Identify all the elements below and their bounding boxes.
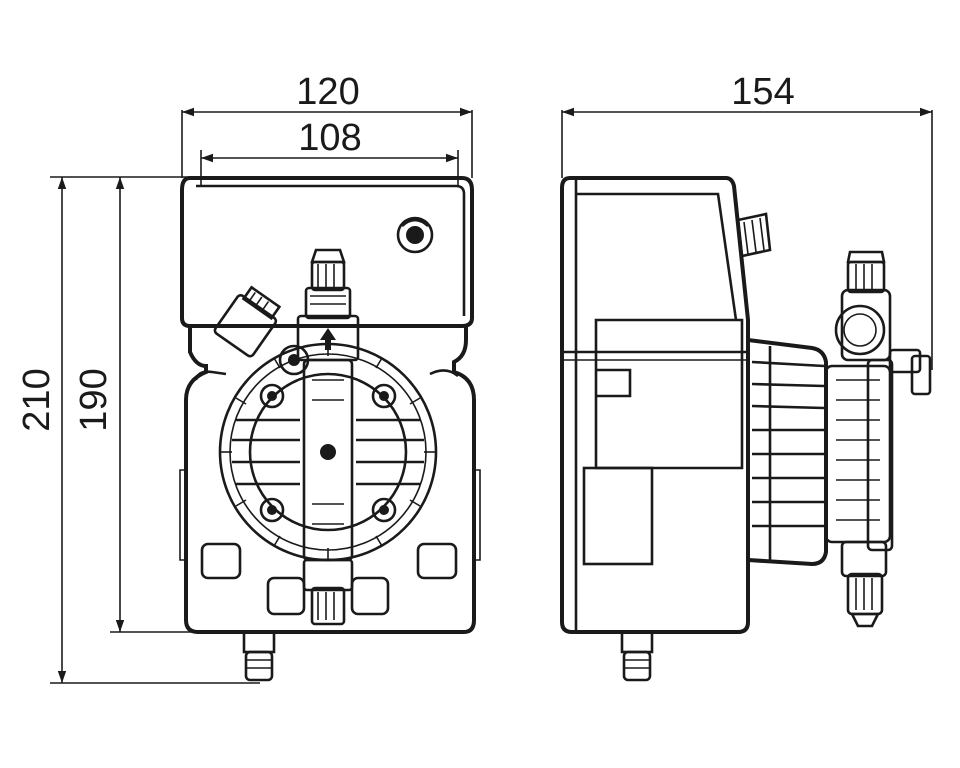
side-housing [560, 176, 750, 634]
front-cable-gland [242, 630, 276, 682]
side-pump-head [824, 358, 894, 552]
front-main-body [184, 326, 476, 634]
suction-valve [302, 558, 354, 626]
dimension-lines [50, 107, 933, 684]
dim-front-width-outer: 120 [296, 71, 359, 113]
front-foot-pads [200, 542, 458, 616]
front-control-panel [180, 176, 474, 328]
side-cable-gland [620, 630, 654, 682]
dim-height-outer: 210 [16, 368, 58, 431]
bleed-knob-icon [278, 344, 310, 376]
discharge-valve [296, 248, 360, 362]
bleed-valve [213, 285, 282, 358]
dim-height-inner: 190 [73, 368, 115, 431]
dim-side-depth: 154 [731, 71, 794, 113]
side-flange [747, 338, 828, 567]
head-screw-icon [259, 383, 397, 523]
side-suction-valve [840, 540, 888, 628]
side-discharge-valve [834, 250, 932, 396]
side-view [560, 176, 932, 682]
front-view [179, 176, 481, 682]
side-knob-icon [736, 212, 772, 258]
pump-head [218, 342, 438, 562]
dim-front-width-inner: 108 [298, 117, 361, 159]
control-knob-icon [396, 216, 434, 254]
